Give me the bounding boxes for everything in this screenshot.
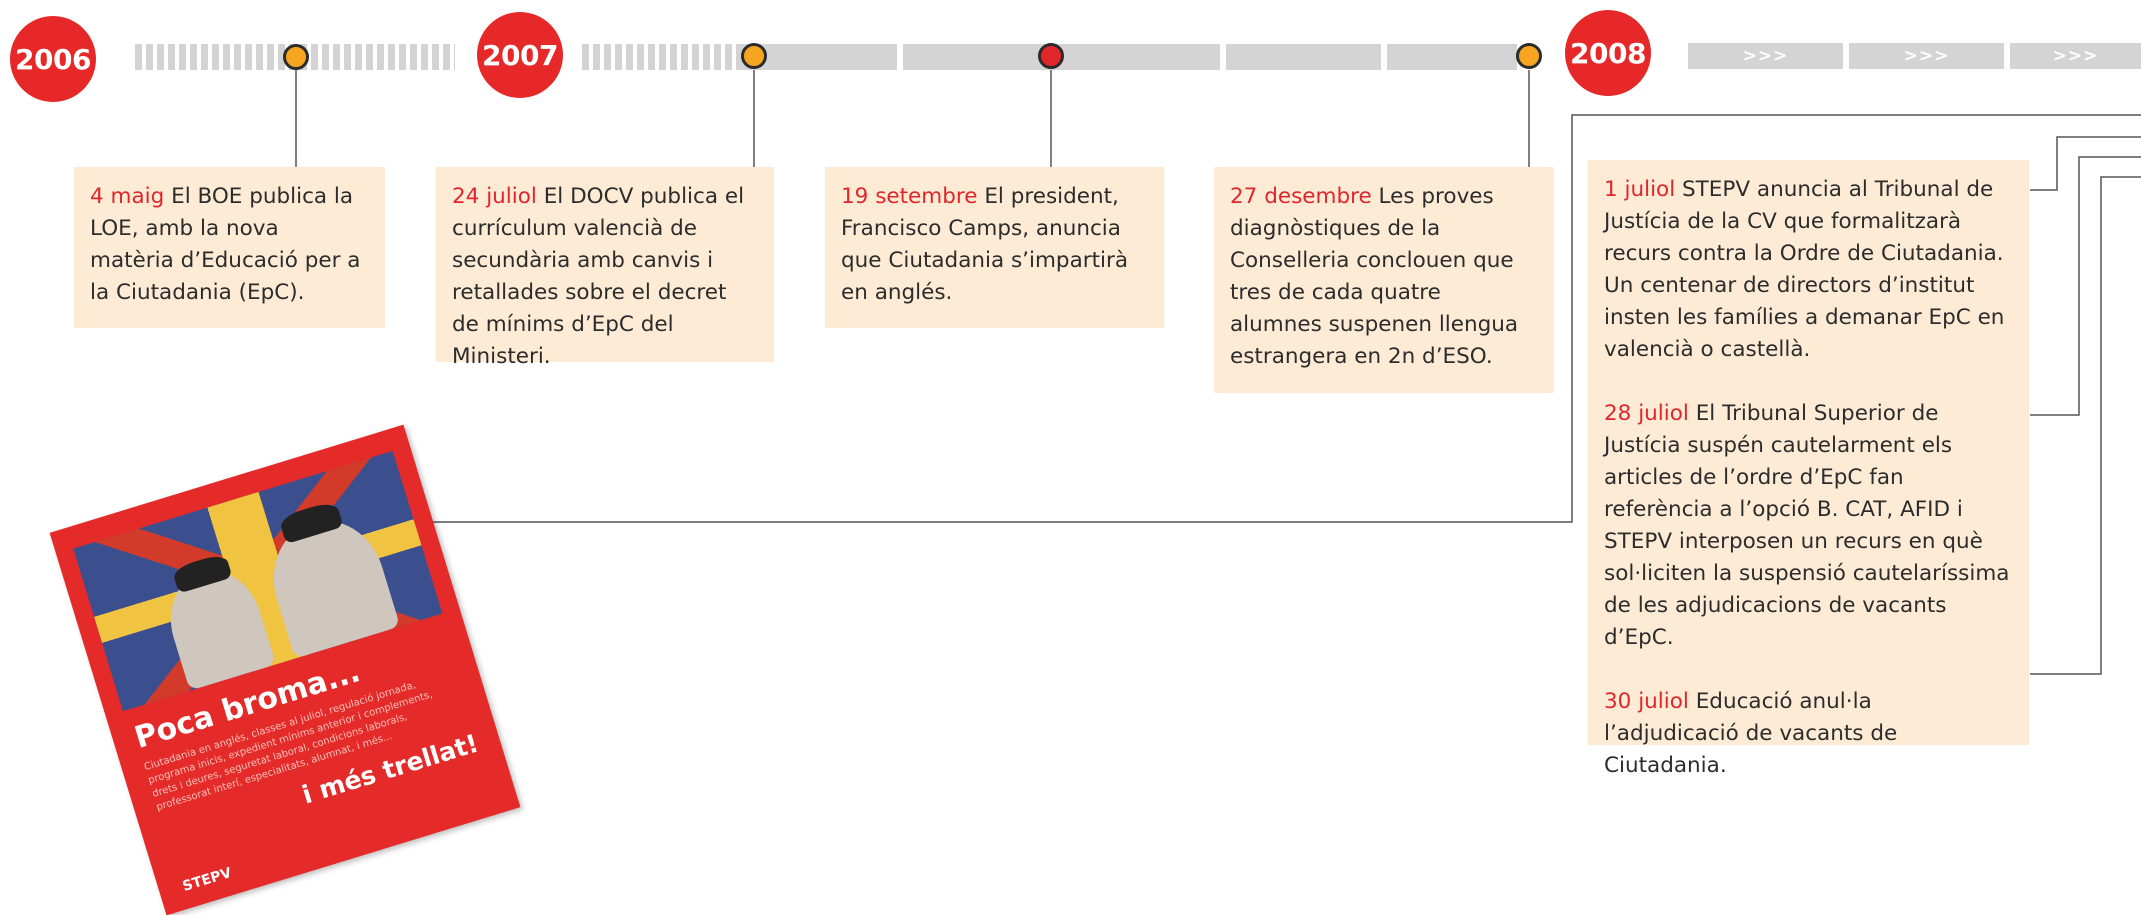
- event-text: Educació anul·la l’adjudicació de vacant…: [1604, 689, 1898, 778]
- event-card: 24 juliol El DOCV publica el currículum …: [436, 167, 774, 369]
- event-card: 4 maig El BOE publica la LOE, amb la nov…: [74, 167, 385, 328]
- timeline-arrow-segment: >>>: [1849, 43, 2004, 69]
- event-date: 24 juliol: [452, 184, 537, 209]
- event-date: 28 juliol: [1604, 401, 1689, 426]
- timeline-track-segment: [1226, 44, 1381, 70]
- event-text: El BOE publica la LOE, amb la nova matèr…: [90, 184, 361, 305]
- connector-line: [2030, 176, 2141, 675]
- timeline-arrow-segment: >>>: [1688, 43, 1843, 69]
- event-date: 1 juliol: [1604, 177, 1676, 202]
- event-text: El Tribunal Superior de Justícia suspén …: [1604, 401, 2010, 650]
- event-card: 27 desembre Les proves diagnòstiques de …: [1214, 167, 1554, 393]
- event-text: El DOCV publica el currículum valencià d…: [452, 184, 745, 369]
- year-marker-2006: 2006: [10, 16, 96, 102]
- connector-line: [372, 114, 2141, 523]
- event-date: 30 juliol: [1604, 689, 1689, 714]
- timeline-track-segment: [742, 44, 897, 70]
- connector-line: [2030, 156, 2141, 416]
- event-date: 4 maig: [90, 184, 165, 209]
- timeline-track-dashed: [582, 44, 742, 70]
- timeline-arrow-segment: >>>: [2010, 43, 2141, 69]
- event-dot: [741, 43, 767, 69]
- event-dot: [1516, 43, 1542, 69]
- connector-line: [2030, 136, 2141, 191]
- timeline-track-segment: [1387, 44, 1517, 70]
- event-dot: [1038, 43, 1064, 69]
- event-date: 27 desembre: [1230, 184, 1372, 209]
- year-marker-2008: 2008: [1565, 10, 1651, 96]
- event-dot: [283, 44, 309, 70]
- stepv-logo: STEPV: [180, 864, 234, 895]
- event-text: Les proves diagnòstiques de la Conseller…: [1230, 184, 1519, 369]
- event-text: El president, Francisco Camps, anuncia q…: [841, 184, 1129, 305]
- year-marker-2007: 2007: [477, 12, 563, 98]
- event-text: STEPV anuncia al Tribunal de Justícia de…: [1604, 177, 2005, 362]
- event-card: 19 setembre El president, Francisco Camp…: [825, 167, 1164, 328]
- connector-lines: [295, 70, 2141, 675]
- event-card-2008: 1 juliol STEPV anuncia al Tribunal de Ju…: [1588, 160, 2029, 778]
- event-date: 19 setembre: [841, 184, 978, 209]
